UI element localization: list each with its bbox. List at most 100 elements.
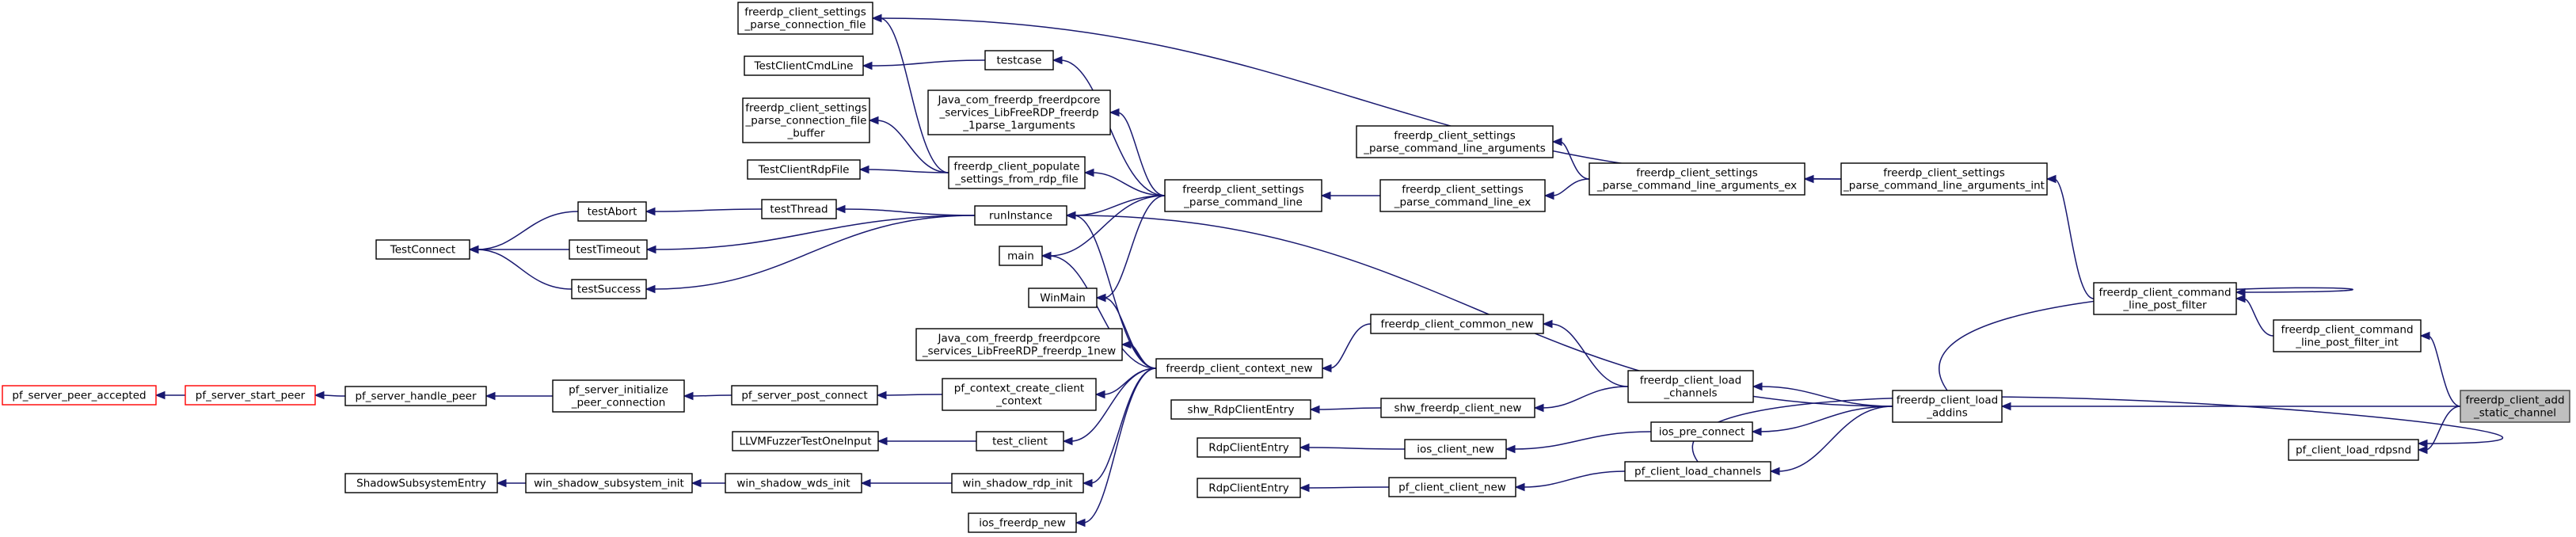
node-cmdline-ex[interactable]: freerdp_client_settings_parse_command_li… [1379, 179, 1546, 212]
edge-line [1522, 470, 1626, 488]
node-pf-handle-peer[interactable]: pf_server_handle_peer [344, 386, 487, 406]
node-box [1624, 461, 1771, 482]
node-label: pf_client_load_channels [1634, 466, 1761, 478]
edge-pf-post-connect-to-pf-create-ctx [876, 390, 943, 400]
node-conn-file-buffer[interactable]: freerdp_client_settings_parse_connection… [742, 97, 870, 143]
node-conn-file[interactable]: freerdp_client_settings_parse_connection… [737, 2, 873, 35]
edge-test-connect-to-test-abort [468, 211, 579, 254]
edge-java-parse-to-cmdline [1109, 108, 1166, 196]
node-cmdline-test[interactable]: TestClientCmdLine [744, 55, 864, 76]
node-populate[interactable]: freerdp_client_populate_settings_from_rd… [948, 156, 1086, 189]
node-box [375, 239, 470, 260]
edge-line [2053, 178, 2095, 299]
node-load-rdpsnd[interactable]: pf_client_load_rdpsnd [2288, 439, 2419, 461]
edge-line [866, 169, 949, 173]
node-fuzzer[interactable]: LLVMFuzzerTestOneInput [732, 431, 879, 451]
node-box [1388, 477, 1516, 497]
node-shw-freerdp-new[interactable]: shw_freerdp_client_new [1380, 398, 1535, 418]
node-winmain[interactable]: WinMain [1028, 288, 1098, 308]
node-java-new[interactable]: Java_com_freerdp_freerdpcore_services_Li… [915, 328, 1123, 361]
node-label: freerdp_client_settings [1182, 184, 1303, 196]
node-rdp-entry-2[interactable]: RdpClientEntry [1197, 478, 1301, 498]
edge-args-to-args-ex [1551, 137, 1590, 180]
node-pf-create-ctx[interactable]: pf_context_create_client_context [942, 378, 1097, 411]
edge-arrowhead [496, 478, 507, 488]
node-label: TestClientRdpFile [758, 164, 850, 177]
node-pf-init-peer[interactable]: pf_server_initialize_peer_connection [552, 379, 685, 413]
edge-rdpfile-test-to-populate [858, 165, 949, 174]
edge-arrowhead [876, 390, 887, 400]
node-test-timeout[interactable]: testTimeout [569, 239, 648, 260]
node-common-new[interactable]: freerdp_client_common_new [1370, 314, 1544, 334]
edge-shw-entry-to-shw-freerdp-new [1309, 405, 1382, 414]
node-ios-pre-connect[interactable]: ios_pre_connect [1650, 421, 1753, 442]
node-label: ShadowSubsystemEntry [356, 478, 486, 490]
node-box [1404, 439, 1507, 459]
edge-arrowhead [1121, 340, 1132, 349]
node-shadow-rdp-init[interactable]: win_shadow_rdp_init [951, 473, 1084, 493]
node-box [1155, 358, 1323, 379]
node-shadow-subsys-init[interactable]: win_shadow_subsystem_init [525, 473, 693, 493]
node-label: freerdp_client_common_new [1380, 318, 1533, 331]
edge-line [1329, 323, 1372, 369]
node-label: pf_server_handle_peer [355, 390, 476, 403]
node-java-parse[interactable]: Java_com_freerdp_freerdpcore_services_Li… [927, 90, 1111, 135]
node-test-success[interactable]: testSuccess [571, 279, 647, 299]
node-label: RdpClientEntry [1208, 482, 1289, 495]
node-label: pf_server_post_connect [741, 390, 867, 402]
node-label: freerdp_client_command [2098, 287, 2231, 299]
node-post-filter[interactable]: freerdp_client_command_line_post_filter [2093, 282, 2237, 315]
node-box [1379, 179, 1546, 212]
node-label: pf_client_load_rdpsnd [2296, 444, 2411, 457]
node-pf-start-peer[interactable]: pf_server_start_peer [185, 385, 316, 406]
node-box [1380, 398, 1535, 418]
node-ios-freerdp-new[interactable]: ios_freerdp_new [968, 512, 1077, 533]
node-box [577, 201, 647, 222]
node-test-connect[interactable]: TestConnect [375, 239, 470, 260]
node-testcase[interactable]: testcase [984, 50, 1054, 70]
node-root[interactable]: freerdp_client_add_static_channel [2460, 390, 2570, 423]
edge-line [884, 394, 943, 396]
node-box [2, 385, 157, 406]
node-label: pf_server_peer_accepted [12, 390, 146, 402]
node-args-int[interactable]: freerdp_client_settings_parse_command_li… [1840, 162, 2048, 196]
node-shadow-wds-init[interactable]: win_shadow_wds_init [725, 473, 862, 493]
node-label: _services_LibFreeRDP_freerdp_1new [922, 345, 1116, 358]
node-pf-post-connect[interactable]: pf_server_post_connect [731, 385, 878, 406]
node-box [974, 205, 1067, 226]
node-box [747, 159, 861, 180]
node-main[interactable]: main [999, 246, 1043, 266]
node-rdp-entry-1[interactable]: RdpClientEntry [1197, 437, 1301, 458]
node-run-instance[interactable]: runInstance [974, 205, 1067, 226]
edge-arrowhead [1751, 427, 1762, 436]
node-test-abort[interactable]: testAbort [577, 201, 647, 222]
edge-arrowhead [835, 204, 846, 214]
node-args-ex[interactable]: freerdp_client_settings_parse_command_li… [1589, 162, 1805, 196]
edge-arrowhead [2417, 439, 2428, 448]
node-post-filter-int[interactable]: freerdp_client_command_line_post_filter_… [2273, 319, 2422, 352]
edge-line [653, 215, 976, 250]
edge-arrowhead [868, 116, 879, 125]
edge-arrowhead [871, 13, 882, 23]
node-pf-peer-accepted[interactable]: pf_server_peer_accepted [2, 385, 157, 406]
edge-arrowhead [154, 390, 166, 400]
node-rdpfile-test[interactable]: TestClientRdpFile [747, 159, 861, 180]
node-pf-load-channels[interactable]: pf_client_load_channels [1624, 461, 1771, 482]
node-cmdline[interactable]: freerdp_client_settings_parse_command_li… [1164, 179, 1322, 212]
node-shadow-entry[interactable]: ShadowSubsystemEntry [344, 473, 498, 493]
node-shw-entry[interactable]: shw_RdpClientEntry [1170, 399, 1311, 420]
edge-line [2427, 335, 2461, 407]
node-args[interactable]: freerdp_client_settings_parse_command_li… [1356, 125, 1554, 158]
node-test-client[interactable]: test_client [976, 431, 1064, 451]
node-context-new[interactable]: freerdp_client_context_new [1155, 358, 1323, 379]
node-load-channels[interactable]: freerdp_client_load_channels [1627, 370, 1754, 403]
node-load-addins[interactable]: freerdp_client_load_addins [1892, 390, 2003, 423]
node-label: _channels [1663, 387, 1717, 400]
node-ios-client-new[interactable]: ios_client_new [1404, 439, 1507, 459]
edge-rdp-entry-2-to-pf-client-new [1299, 483, 1390, 493]
edge-main-to-context-new [1041, 251, 1157, 369]
node-box [731, 385, 878, 406]
node-test-thread[interactable]: testThread [761, 199, 837, 219]
node-pf-client-new[interactable]: pf_client_client_new [1388, 477, 1516, 497]
